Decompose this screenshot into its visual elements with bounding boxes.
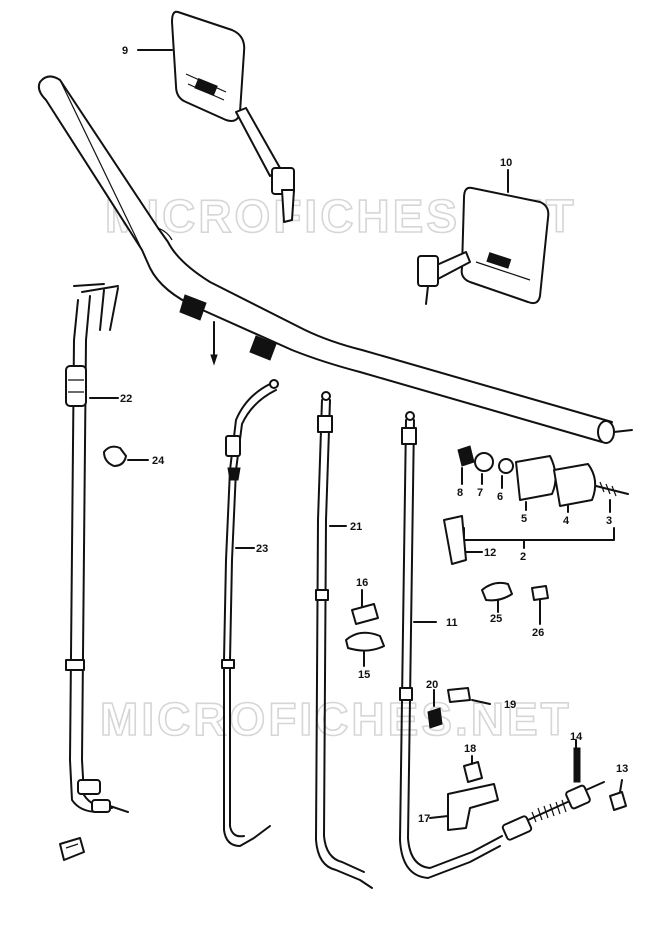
cable-11 — [399, 411, 503, 879]
label-22: 22 — [120, 393, 132, 405]
label-10: 10 — [500, 157, 512, 169]
cable-clip-24 — [103, 445, 149, 467]
handlebar-grip-band-1 — [179, 294, 277, 361]
mirror-right — [417, 169, 550, 305]
cable-block — [59, 837, 85, 861]
mirror-left — [137, 10, 295, 223]
label-6: 6 — [497, 491, 503, 503]
cable-23 — [221, 379, 279, 847]
label-25: 25 — [490, 613, 502, 625]
throttle-cables — [65, 283, 129, 813]
label-24: 24 — [152, 455, 165, 467]
label-9: 9 — [122, 45, 128, 57]
label-8: 8 — [457, 487, 463, 499]
label-26: 26 — [532, 627, 544, 639]
label-18: 18 — [464, 743, 476, 755]
label-12: 12 — [484, 547, 496, 559]
label-7: 7 — [477, 487, 483, 499]
label-11: 11 — [446, 617, 458, 629]
label-3: 3 — [606, 515, 612, 527]
label-23: 23 — [256, 543, 268, 555]
grip-assembly — [443, 445, 629, 565]
label-21: 21 — [350, 521, 362, 533]
label-4: 4 — [563, 515, 570, 527]
handlebar — [37, 75, 633, 444]
label-16: 16 — [356, 577, 368, 589]
watermark-bottom: MICROFICHES.NET — [100, 693, 572, 745]
label-15: 15 — [358, 669, 370, 681]
label-19: 19 — [504, 699, 516, 711]
small-parts — [345, 581, 549, 831]
cable-adjuster — [501, 739, 627, 841]
cable-21 — [315, 391, 373, 889]
label-5: 5 — [521, 513, 527, 525]
label-2: 2 — [520, 551, 526, 563]
label-17: 17 — [418, 813, 430, 825]
label-14: 14 — [570, 731, 583, 743]
label-20: 20 — [426, 679, 438, 691]
label-13: 13 — [616, 763, 628, 775]
